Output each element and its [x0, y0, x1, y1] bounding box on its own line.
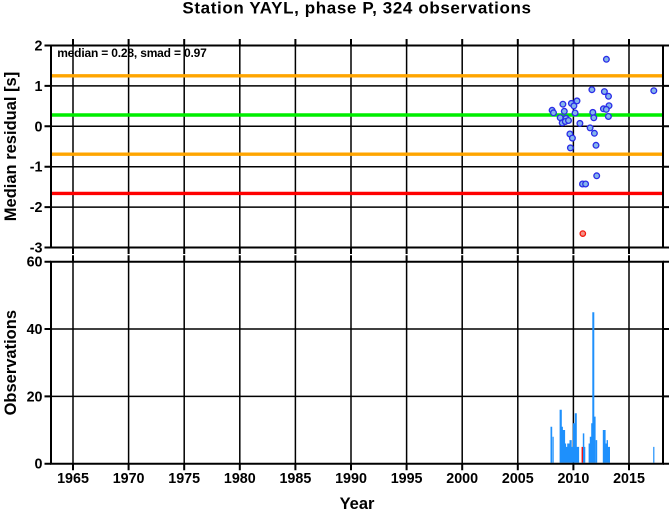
svg-text:Year: Year	[340, 495, 375, 511]
svg-text:0: 0	[35, 457, 43, 473]
svg-text:2010: 2010	[557, 471, 589, 487]
svg-text:1970: 1970	[113, 471, 145, 487]
svg-text:0: 0	[35, 119, 43, 135]
svg-text:1980: 1980	[224, 471, 256, 487]
svg-text:-3: -3	[30, 241, 43, 257]
svg-text:1975: 1975	[168, 471, 200, 487]
svg-text:2015: 2015	[613, 471, 645, 487]
svg-text:Median residual [s]: Median residual [s]	[2, 72, 20, 221]
svg-text:median = 0.28, smad = 0.97: median = 0.28, smad = 0.97	[57, 46, 207, 60]
svg-text:2000: 2000	[446, 471, 478, 487]
svg-text:Station YAYL, phase P, 324 obs: Station YAYL, phase P, 324 observations	[182, 0, 531, 18]
svg-text:60: 60	[27, 255, 43, 271]
svg-text:2005: 2005	[502, 471, 534, 487]
svg-text:1985: 1985	[279, 471, 311, 487]
svg-text:1990: 1990	[335, 471, 367, 487]
svg-text:-1: -1	[30, 160, 43, 176]
svg-text:20: 20	[27, 389, 43, 405]
svg-text:Observations: Observations	[2, 310, 20, 415]
svg-text:-2: -2	[30, 200, 43, 216]
svg-text:1: 1	[35, 79, 43, 95]
svg-text:1965: 1965	[57, 471, 89, 487]
svg-text:1995: 1995	[391, 471, 423, 487]
svg-text:40: 40	[27, 322, 43, 338]
svg-text:2: 2	[35, 39, 43, 55]
